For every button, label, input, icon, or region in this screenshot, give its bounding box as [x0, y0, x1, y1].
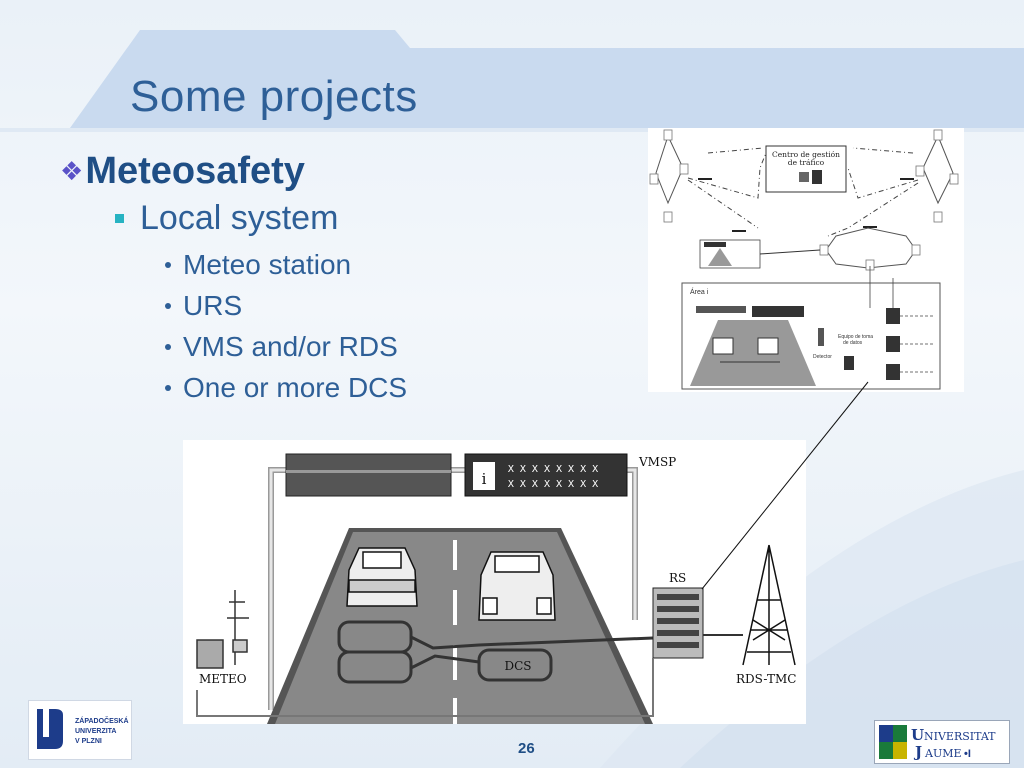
network-diagram: Centro de gestión de tráfico Área i Dete…	[648, 128, 964, 392]
uji-line-1: NIVERSITAT	[924, 730, 996, 743]
list-item: One or more DCS	[165, 367, 407, 408]
uji-logo-mark: U NIVERSITAT J AUME •I	[879, 725, 996, 761]
car-right	[478, 551, 556, 621]
dot-bullet-icon	[165, 343, 171, 350]
dcs-label: DCS	[504, 659, 531, 673]
rds-antenna	[742, 544, 796, 666]
bullet-level2-text: Local system	[140, 199, 339, 237]
rs-label: RS	[669, 571, 686, 585]
zcu-line-2: UNIVERZITA	[75, 728, 116, 735]
bullet-level1: ❖ Meteosafety	[60, 150, 407, 193]
car-left	[346, 547, 418, 607]
bullet-list: ❖ Meteosafety Local system Meteo station…	[60, 150, 407, 408]
vms-row-1: X X X X X X X X	[508, 464, 598, 475]
page-number: 26	[518, 740, 535, 757]
diamond-bullet-icon: ❖	[60, 156, 84, 186]
area-label: Área i	[690, 287, 709, 296]
dot-bullet-icon	[165, 302, 171, 309]
info-icon: i	[482, 470, 487, 488]
zcu-logo-mark: ZÁPADOČESKÁ UNIVERZITA V PLZNI	[37, 709, 129, 749]
traffic-center-label: Centro de gestión	[772, 150, 840, 159]
bullet-level3-list: Meteo station URS VMS and/or RDS One or …	[165, 244, 407, 408]
zcu-line-1: ZÁPADOČESKÁ	[75, 716, 129, 725]
equipment-label: Equipo de toma	[838, 334, 873, 340]
zcu-line-3: V PLZNI	[75, 738, 102, 745]
dot-bullet-icon	[165, 261, 171, 268]
list-item: Meteo station	[165, 244, 407, 285]
square-bullet-icon	[115, 214, 124, 223]
detector-label: Detector	[813, 354, 832, 360]
equipment-label-2: de datos	[843, 340, 863, 346]
zcu-logo: ZÁPADOČESKÁ UNIVERZITA V PLZNI	[28, 700, 132, 760]
vmsp-label: VMSP	[638, 455, 676, 469]
list-item: VMS and/or RDS	[165, 326, 407, 367]
traffic-center-box	[765, 145, 847, 193]
uji-dot-i: •I	[964, 748, 971, 760]
uji-initial-u: U	[911, 726, 924, 744]
slide-title: Some projects	[130, 72, 418, 121]
bullet-level2: Local system	[115, 199, 407, 238]
meteo-label: METEO	[199, 672, 247, 686]
meteo-station	[196, 590, 249, 669]
list-item: URS	[165, 285, 407, 326]
traffic-center-label-2: de tráfico	[788, 158, 825, 167]
bullet-level1-text: Meteosafety	[85, 150, 305, 192]
network-diagram-svg: Centro de gestión de tráfico Área i Dete…	[649, 129, 959, 390]
rds-tmc-label: RDS-TMC	[736, 672, 796, 686]
uji-line-2: AUME	[924, 747, 962, 760]
roadside-system-diagram: i X X X X X X X X X X X X X X X X VMSP	[183, 440, 806, 724]
vms-row-2: X X X X X X X X	[508, 479, 598, 490]
uji-logo: U NIVERSITAT J AUME •I	[874, 720, 1010, 764]
roadside-system-svg: i X X X X X X X X X X X X X X X X VMSP	[196, 453, 796, 724]
uji-initial-j: J	[913, 743, 922, 761]
dot-bullet-icon	[165, 384, 171, 391]
